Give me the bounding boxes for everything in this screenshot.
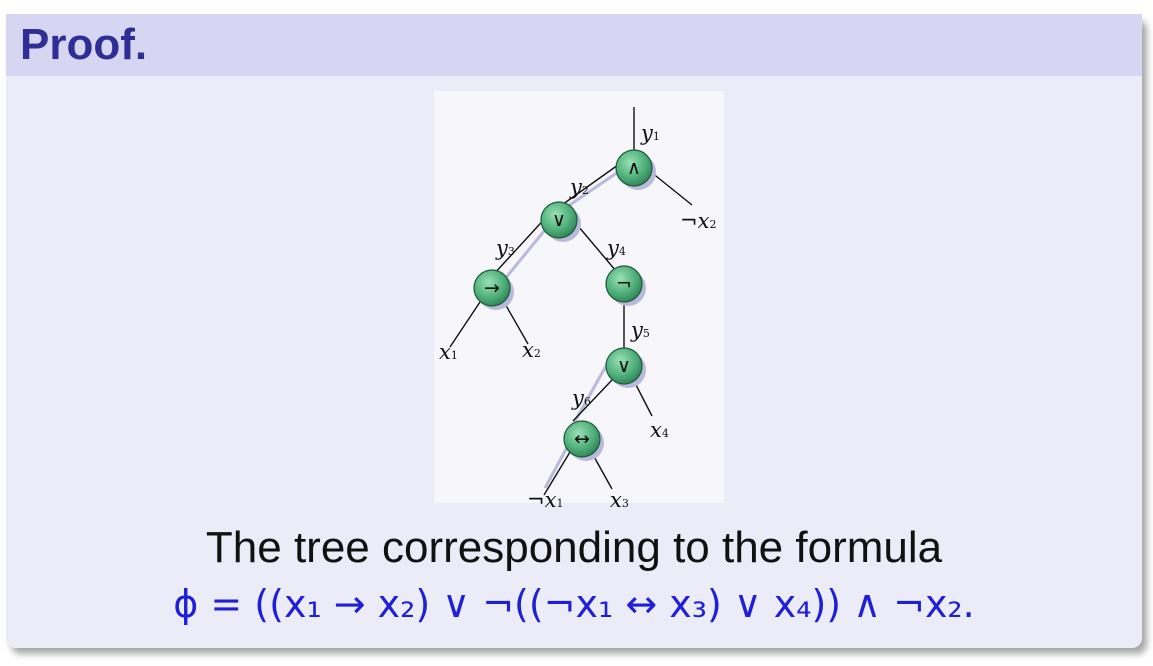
node-1: ∧ bbox=[615, 149, 656, 190]
node-4: ¬ bbox=[605, 265, 646, 306]
leaf-x3: x3 bbox=[610, 488, 629, 512]
leaf-not-x1: ¬x1 bbox=[527, 488, 563, 512]
formula-tree-diagram: ∧ ∨ → ¬ ∨ bbox=[439, 107, 716, 512]
edge-label-y2: y2 bbox=[569, 175, 589, 199]
node-3: → bbox=[473, 269, 514, 310]
edge-y3 bbox=[492, 212, 551, 276]
node-2: ∨ bbox=[540, 201, 581, 242]
edge-x4 bbox=[633, 380, 653, 417]
edge-x3 bbox=[591, 452, 613, 490]
node-2-symbol: ∨ bbox=[552, 209, 566, 231]
edge-not-x2 bbox=[650, 171, 693, 206]
edge-y6 bbox=[572, 379, 613, 422]
node-1-symbol: ∧ bbox=[627, 157, 641, 179]
edge-not-x1 bbox=[543, 451, 571, 496]
block-title: Proof. bbox=[20, 20, 148, 69]
leaf-x4: x4 bbox=[650, 418, 669, 442]
node-6-symbol: ↔ bbox=[574, 428, 590, 450]
leaf-x1: x1 bbox=[439, 340, 458, 364]
leaf-not-x2: ¬x2 bbox=[680, 209, 716, 233]
node-5-symbol: ∨ bbox=[617, 355, 631, 377]
node-3-symbol: → bbox=[484, 277, 500, 299]
edge-label-y3: y3 bbox=[495, 236, 515, 260]
block-header: Proof. bbox=[6, 14, 1142, 76]
edge-label-y1: y1 bbox=[640, 121, 660, 145]
formula: ϕ = ((x₁ → x₂) ∨ ¬((¬x₁ ↔ x₃) ∨ x₄)) ∧ ¬… bbox=[173, 582, 975, 626]
proof-block: Proof. bbox=[6, 14, 1142, 648]
edge-x2 bbox=[503, 301, 529, 345]
leaf-x2: x2 bbox=[522, 338, 541, 362]
node-5: ∨ bbox=[605, 347, 646, 388]
formula-tree-figure: ∧ ∨ → ¬ ∨ bbox=[434, 91, 724, 512]
edge-label-y4: y4 bbox=[606, 236, 626, 260]
tree-caption: The tree corresponding to the formula bbox=[205, 523, 943, 572]
edge-label-y5: y5 bbox=[630, 318, 650, 342]
node-6: ↔ bbox=[563, 420, 604, 461]
edge-label-y6: y6 bbox=[571, 386, 591, 410]
edge-x1 bbox=[449, 301, 481, 348]
node-4-symbol: ¬ bbox=[616, 273, 632, 295]
